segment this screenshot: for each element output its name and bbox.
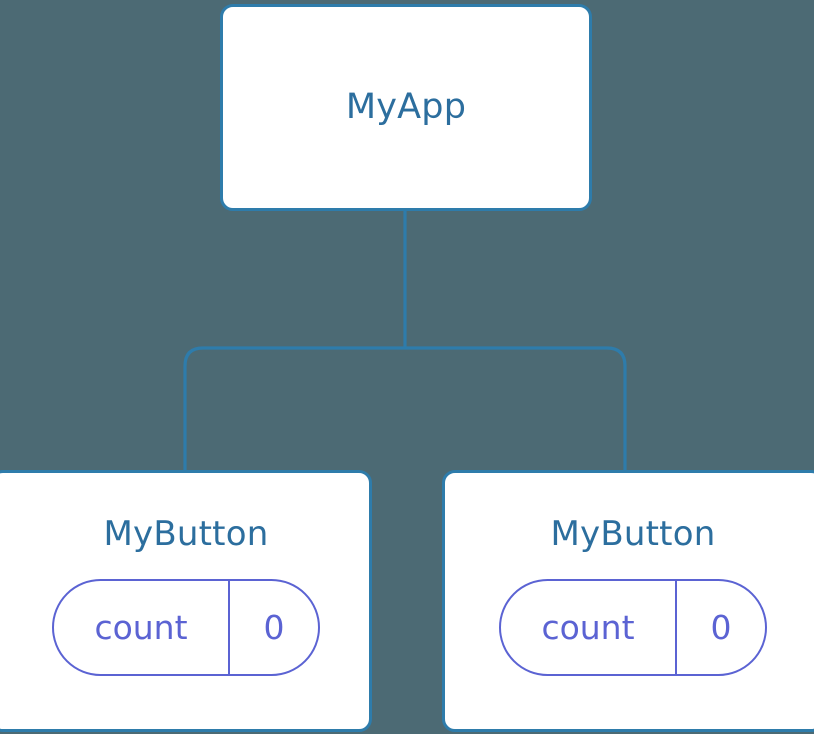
node-title: MyButton: [103, 514, 269, 554]
state-value: 0: [710, 608, 732, 647]
state-pill[interactable]: count 0: [52, 579, 320, 676]
state-value: 0: [263, 608, 285, 647]
state-key: count: [501, 581, 677, 674]
node-title: MyApp: [345, 87, 467, 127]
node-mybutton-1[interactable]: MyButton count 0: [0, 470, 372, 732]
state-pill[interactable]: count 0: [499, 579, 767, 676]
node-myapp[interactable]: MyApp: [220, 4, 592, 211]
node-title: MyButton: [550, 514, 716, 554]
edge-branch-left: [183, 346, 405, 472]
edge-branch-right: [405, 346, 627, 472]
node-mybutton-2[interactable]: MyButton count 0: [442, 470, 814, 732]
state-key: count: [54, 581, 230, 674]
